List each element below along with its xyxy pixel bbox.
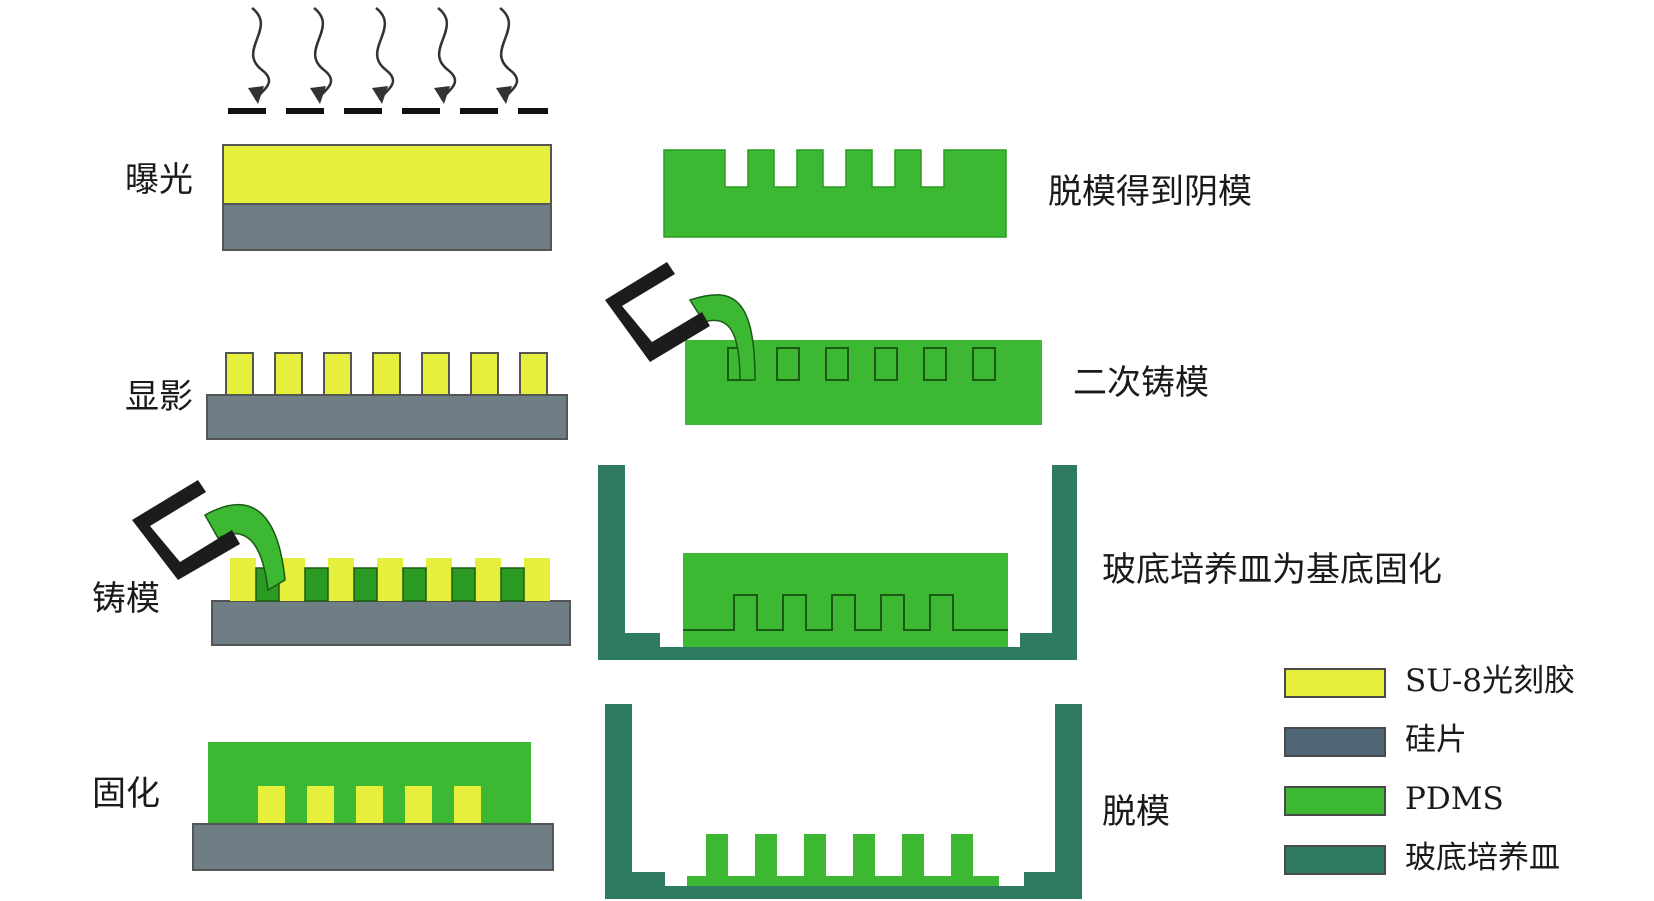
- legend-label-su8: SU-8光刻胶: [1405, 663, 1576, 699]
- cast-stack: [132, 480, 571, 646]
- step-label-cast: 铸模: [92, 579, 160, 619]
- silicon-wafer: [211, 600, 571, 646]
- uv-arrow-icon: [496, 7, 519, 104]
- pdms-base: [687, 876, 999, 886]
- step-label-develop: 显影: [125, 377, 193, 417]
- step-label-demold: 脱模: [1102, 792, 1170, 832]
- photomask: [228, 108, 548, 114]
- legend-label-pdms: PDMS: [1405, 781, 1504, 817]
- legend-label-silicon: 硅片: [1405, 722, 1467, 758]
- legend-swatch-silicon: [1284, 727, 1386, 757]
- beaker-pour-icon: [605, 262, 756, 381]
- pdms-channels: [683, 594, 1008, 631]
- legend-swatch-dish: [1284, 845, 1386, 875]
- legend-swatch-pdms: [1284, 786, 1386, 816]
- uv-arrow-icon: [310, 7, 333, 104]
- su8-pillars: [225, 352, 548, 396]
- step-label-exposure: 曝光: [125, 160, 193, 200]
- uv-arrow-icon: [372, 7, 395, 104]
- pdms-pillars: [706, 834, 973, 876]
- demold-stack: [605, 704, 1082, 899]
- negative-mold: [663, 149, 1007, 238]
- silicon-wafer: [192, 823, 554, 871]
- su8-pillars: [230, 558, 550, 601]
- silicon-wafer: [222, 203, 552, 251]
- petri-dish: [598, 465, 1077, 660]
- legend-swatch-su8: [1284, 668, 1386, 698]
- silicon-wafer: [206, 394, 568, 440]
- develop-stack: [206, 352, 568, 440]
- su8-layer: [222, 144, 552, 205]
- uv-arrow-icon: [434, 7, 457, 104]
- beaker-pour-icon: [132, 480, 286, 592]
- step-label-second-cast: 二次铸模: [1073, 363, 1209, 403]
- uv-light-arrows: [248, 7, 519, 104]
- pdms-base: [685, 380, 1042, 425]
- uv-arrow-icon: [248, 7, 271, 104]
- petri-dish: [605, 704, 1082, 899]
- pdms-block: [683, 553, 1008, 647]
- cure-stack: [192, 742, 554, 871]
- step-label-cure: 固化: [92, 774, 160, 814]
- exposure-stack: [222, 144, 552, 251]
- legend-label-dish: 玻底培养皿: [1405, 840, 1560, 876]
- step-label-demold-negative: 脱模得到阴模: [1048, 172, 1252, 212]
- second-cast-stack: [605, 262, 1042, 425]
- su8-pillars: [258, 786, 481, 824]
- step-label-dish-cure: 玻底培养皿为基底固化: [1102, 550, 1442, 590]
- dish-cure-stack: [598, 465, 1077, 660]
